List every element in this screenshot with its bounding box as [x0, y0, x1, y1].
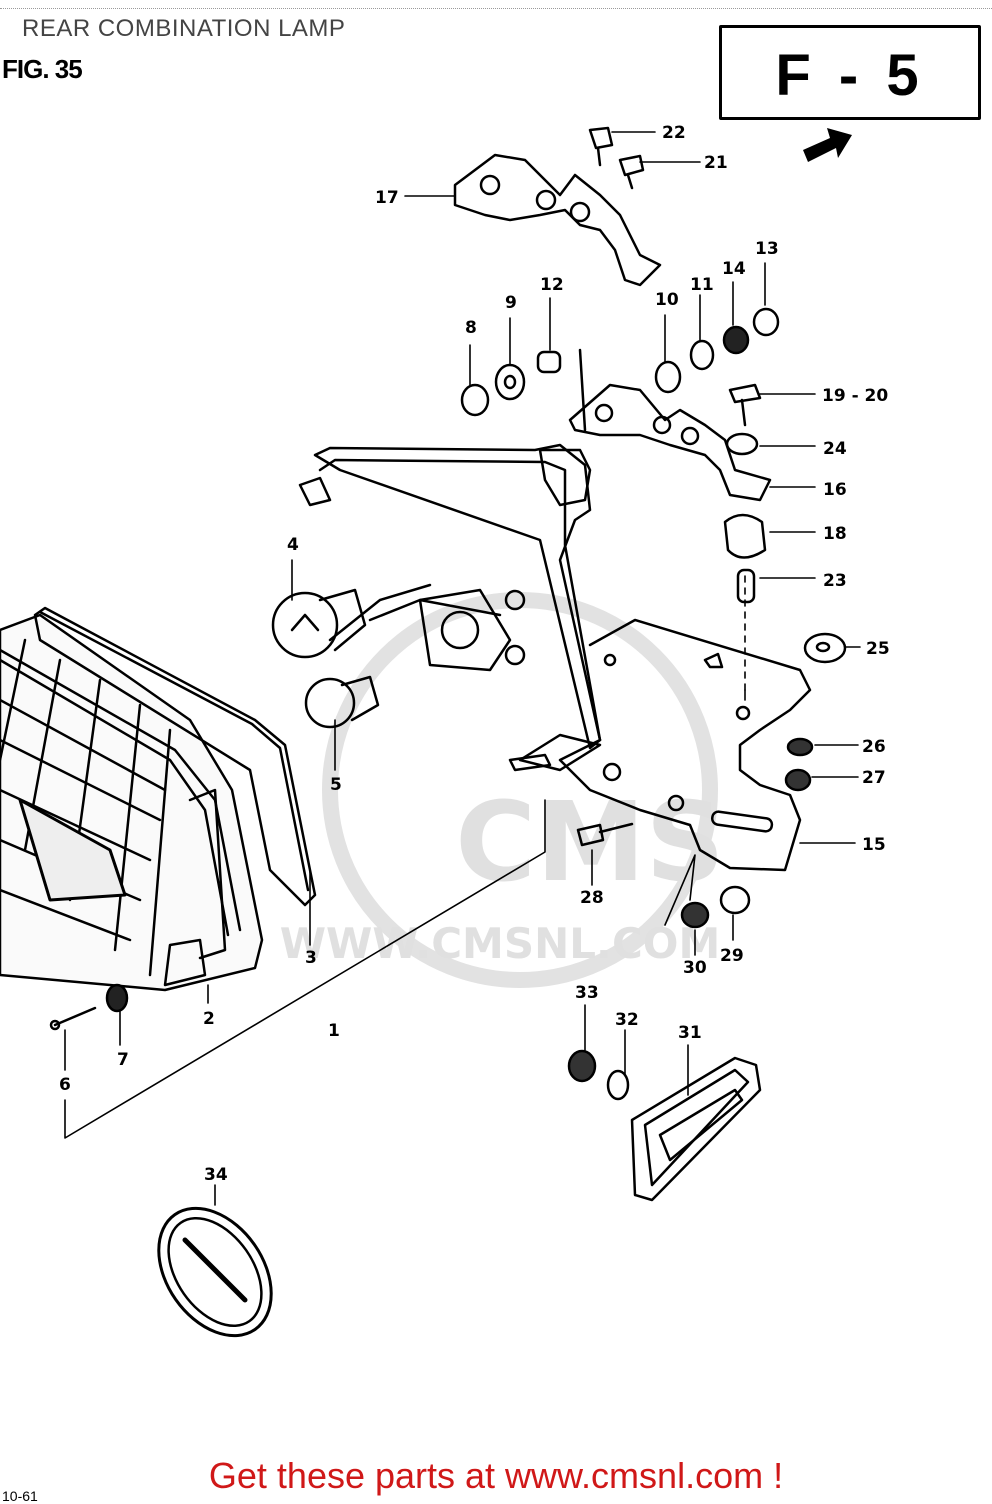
callout-13: 13 [755, 239, 779, 259]
hardware-nut-13 [752, 307, 780, 337]
hardware-nut-33 [567, 1049, 597, 1083]
callout-19-20: 19 - 20 [822, 386, 888, 406]
top-bracket-17 [453, 153, 662, 287]
hardware-washer-10 [654, 360, 682, 394]
top-divider [0, 8, 992, 9]
callout-11: 11 [690, 275, 714, 295]
watermark-ring [322, 592, 718, 988]
callout-14: 14 [722, 259, 746, 279]
hardware-washer-32 [606, 1069, 630, 1101]
hardware-washer-30 [680, 901, 710, 929]
callout-6: 6 [59, 1075, 71, 1095]
callout-27: 27 [862, 768, 886, 788]
hardware-nut-14 [722, 325, 750, 355]
lamp-lens-assembly [0, 613, 264, 992]
watermark-url: WWW.CMSNL.COM [280, 919, 721, 968]
figure-code: F - 5 [775, 43, 925, 108]
callout-7: 7 [117, 1050, 129, 1070]
callout-34: 34 [204, 1165, 228, 1185]
hardware-bolt-21 [618, 154, 645, 190]
parts-shop-link[interactable]: Get these parts at www.cmsnl.com ! [208, 1455, 784, 1496]
hardware-collar-23 [736, 568, 756, 604]
hardware-washer-25 [803, 632, 847, 664]
callout-2: 2 [203, 1009, 215, 1029]
mid-bracket-16 [568, 383, 772, 502]
callout-4: 4 [287, 535, 299, 555]
callout-3: 3 [305, 948, 317, 968]
page-title: REAR COMBINATION LAMP [22, 15, 346, 42]
hardware-nut-27 [784, 768, 812, 792]
hardware-washer-9 [494, 363, 526, 401]
callout-8: 8 [465, 318, 477, 338]
bulb-5 [304, 675, 380, 729]
callout-15: 15 [862, 835, 886, 855]
hardware-screw-6 [49, 1006, 97, 1031]
callout-16: 16 [823, 480, 847, 500]
callout-22: 22 [662, 123, 686, 143]
callout-28: 28 [580, 888, 604, 908]
figure-label: FIG. 35 [2, 54, 83, 84]
hardware-washer-11 [689, 339, 715, 371]
emblem-34 [157, 1206, 273, 1338]
lamp-housing [298, 443, 602, 772]
hardware-bolt-19-20 [728, 383, 762, 427]
figure-code-box: F - 5 [719, 25, 981, 120]
hardware-washer-26 [786, 737, 814, 757]
callout-25: 25 [866, 639, 890, 659]
leader-lines [64, 131, 861, 1206]
callout-31: 31 [678, 1023, 702, 1043]
hardware-bolt-22 [588, 126, 614, 167]
bulb-4 [271, 588, 367, 659]
assembly-bracket-1 [64, 799, 546, 1139]
callout-1: 1 [328, 1021, 340, 1041]
arrow-icon [803, 128, 852, 162]
callout-32: 32 [615, 1010, 639, 1030]
callout-33: 33 [575, 983, 599, 1003]
callout-17: 17 [375, 188, 399, 208]
callout-26: 26 [862, 737, 886, 757]
callout-18: 18 [823, 524, 847, 544]
callout-12: 12 [540, 275, 564, 295]
callout-5: 5 [330, 775, 342, 795]
hardware-nut-29 [719, 885, 751, 915]
callout-29: 29 [720, 946, 744, 966]
mounting-bracket-15 [558, 618, 812, 872]
callout-24: 24 [823, 439, 847, 459]
callout-labels: 1 2 3 4 5 6 7 8 9 10 11 12 13 14 15 16 1… [59, 123, 890, 1185]
watermark: CMS WWW.CMSNL.COM [280, 592, 725, 988]
hardware-nut-7 [105, 983, 129, 1013]
hardware-spacer-12 [536, 350, 562, 374]
hardware-screw-28 [576, 822, 634, 847]
hardware-grommet-18 [723, 513, 767, 559]
callout-10: 10 [655, 290, 679, 310]
corner-page-mark: 10-61 [2, 1488, 38, 1504]
callout-21: 21 [704, 153, 728, 173]
callout-9: 9 [505, 293, 517, 313]
callout-30: 30 [683, 958, 707, 978]
hardware-washer-24 [725, 432, 759, 456]
license-lamp-31 [630, 1056, 762, 1202]
callout-23: 23 [823, 571, 847, 591]
hardware-washer-8 [460, 383, 490, 417]
